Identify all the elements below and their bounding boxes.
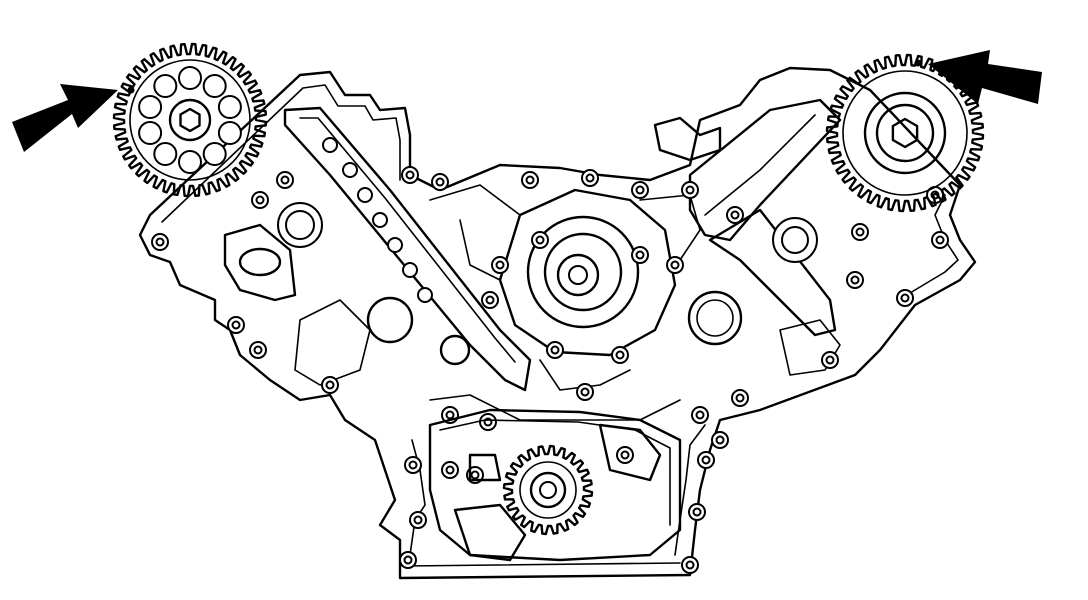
lightening-hole <box>153 142 178 166</box>
right-lower-guide <box>708 208 837 337</box>
lightening-hole <box>178 150 202 174</box>
left-chain-guide-holes <box>322 137 433 303</box>
lightening-hole <box>217 95 242 119</box>
lightening-hole <box>217 121 242 145</box>
water-pump <box>498 188 677 357</box>
right-chain-guide <box>653 98 842 242</box>
oil-pump-housing <box>428 408 682 562</box>
engine-block-outline <box>138 66 977 580</box>
crank-sprocket <box>502 444 594 536</box>
bolt-bosses <box>151 166 949 574</box>
left-camshaft-sprocket <box>112 42 268 198</box>
guide-hole <box>342 162 358 178</box>
left-timing-arrow <box>12 84 118 152</box>
guide-hole <box>402 262 418 278</box>
lightening-hole <box>138 95 163 119</box>
guide-hole <box>372 212 388 228</box>
guide-hole <box>357 187 373 203</box>
lightening-hole <box>202 142 227 166</box>
lightening-hole <box>138 121 163 145</box>
left-chain-guide <box>283 106 532 392</box>
left-cam-bracket <box>223 202 323 302</box>
guide-hole <box>417 287 433 303</box>
guide-hole <box>322 137 338 153</box>
lightening-hole <box>178 66 202 90</box>
left-sprocket-timing-mark <box>127 86 135 94</box>
lightening-hole <box>202 74 227 98</box>
lightening-hole <box>153 74 178 98</box>
guide-hole <box>387 237 403 253</box>
right-sprocket-timing-mark <box>914 59 922 67</box>
block-bores <box>366 290 743 366</box>
right-timing-arrow <box>928 50 1042 104</box>
